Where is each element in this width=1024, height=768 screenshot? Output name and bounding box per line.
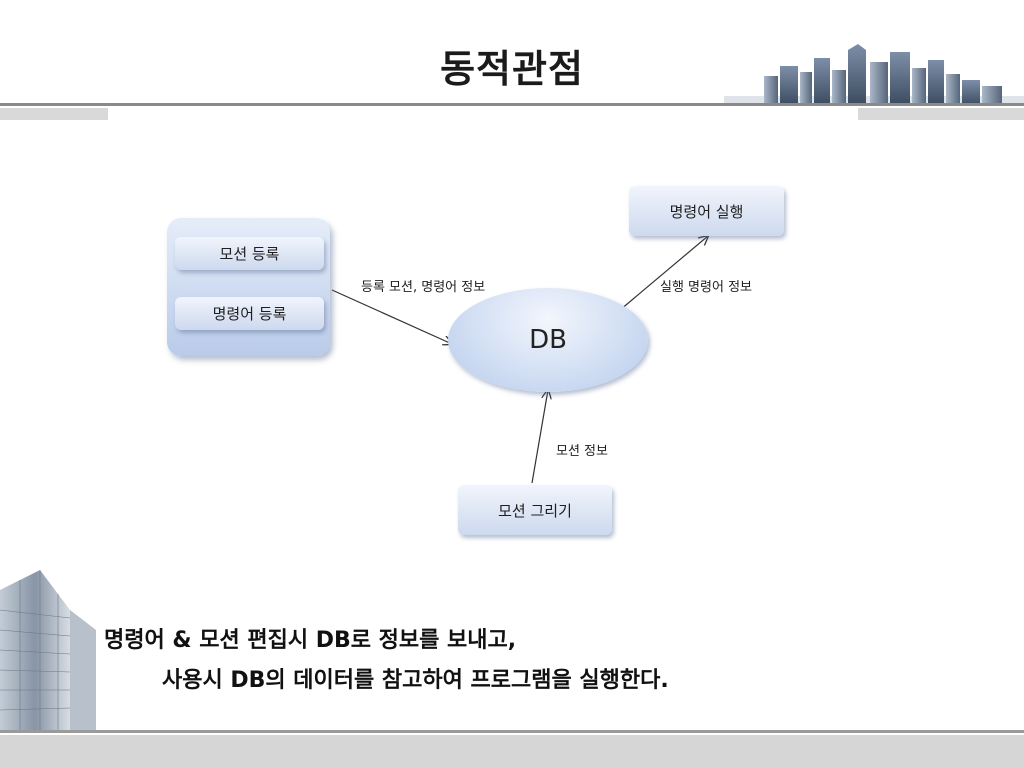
edge-label-execute: 실행 명령어 정보 [660, 280, 752, 295]
db-node: DB [448, 288, 648, 392]
arrow-db-to-execute [619, 236, 708, 311]
building-image [0, 570, 96, 732]
edge-label-motion: 모션 정보 [556, 444, 608, 459]
edge-label-register: 등록 모션, 명령어 정보 [361, 280, 486, 295]
footer-band [0, 730, 1024, 768]
description-line-1: 명령어 & 모션 편집시 DB로 정보를 보내고, [104, 628, 517, 653]
city-skyline-image [724, 44, 1024, 106]
page-title: 동적관점 [440, 47, 584, 91]
motion-register-box: 모션 등록 [175, 237, 324, 270]
arrow-register-to-db [331, 289, 452, 344]
motion-draw-box: 모션 그리기 [458, 485, 612, 535]
description-line-2: 사용시 DB의 데이터를 참고하여 프로그램을 실행한다. [162, 668, 669, 693]
arrow-draw-to-db [531, 390, 548, 484]
header-divider [0, 103, 1024, 123]
command-register-box: 명령어 등록 [175, 297, 324, 330]
command-execute-box: 명령어 실행 [629, 186, 784, 236]
